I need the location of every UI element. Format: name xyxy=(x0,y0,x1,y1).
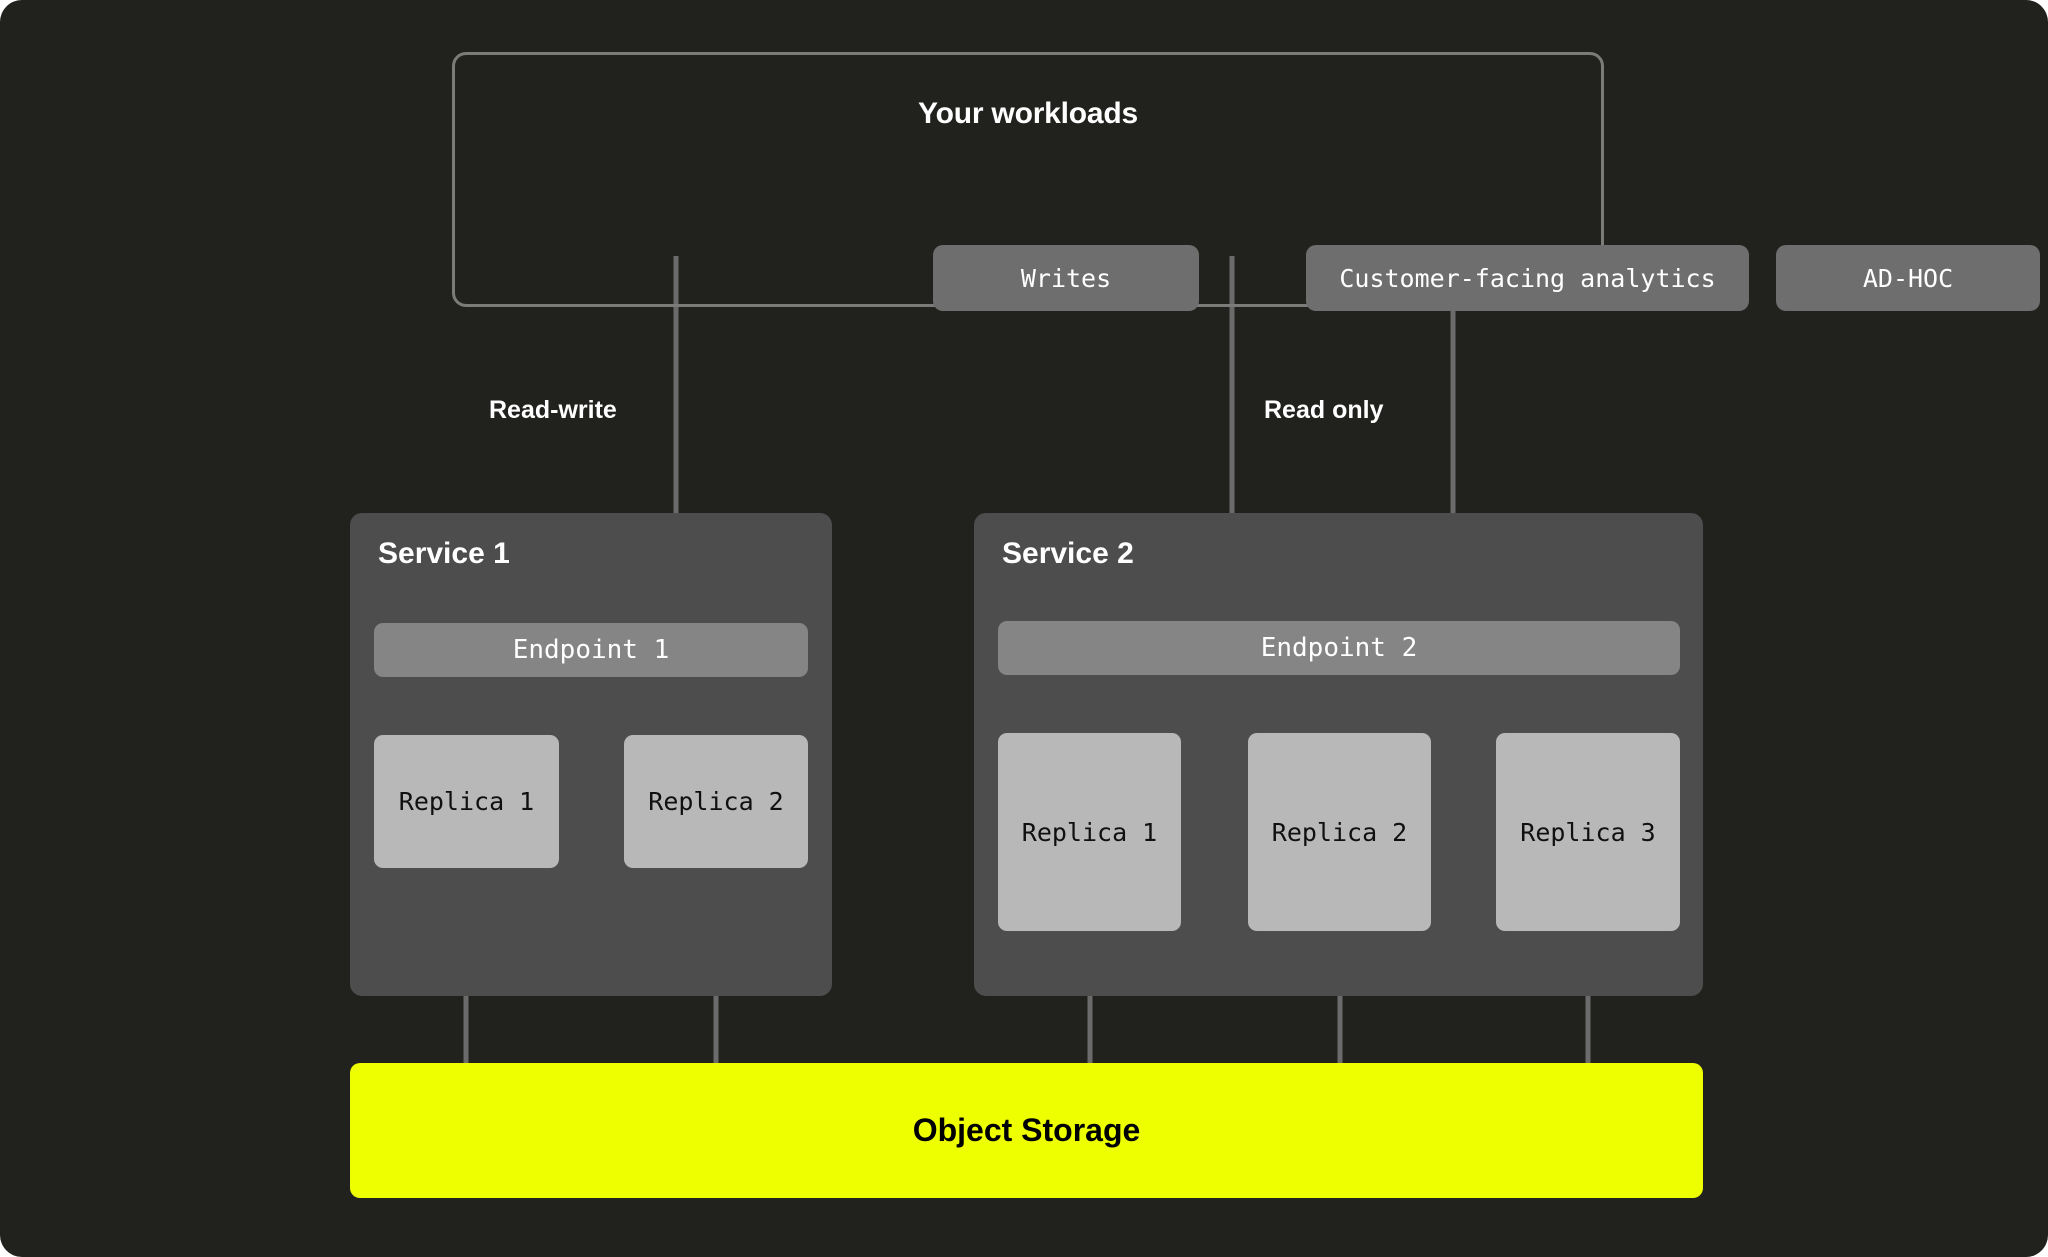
service-1-replica-2[interactable]: Replica 2 xyxy=(624,735,808,868)
service-2-replica-2[interactable]: Replica 2 xyxy=(1248,733,1431,931)
service-2-replica-3[interactable]: Replica 3 xyxy=(1496,733,1680,931)
endpoint-2-bar[interactable]: Endpoint 2 xyxy=(998,621,1680,675)
endpoint-1-bar[interactable]: Endpoint 1 xyxy=(374,623,808,677)
service-1-replica-1[interactable]: Replica 1 xyxy=(374,735,559,868)
workload-chip-ad-hoc[interactable]: AD-HOC xyxy=(1776,245,2040,311)
object-storage-bar[interactable]: Object Storage xyxy=(350,1063,1703,1198)
flow-label-read-only: Read only xyxy=(1264,396,1384,424)
your-workloads-title: Your workloads xyxy=(917,97,1139,130)
service-2-panel: Service 2 Endpoint 2 Replica 1 Replica 2… xyxy=(974,513,1703,996)
your-workloads-container: Your workloads Writes Customer-facing an… xyxy=(452,52,2040,311)
service-1-title: Service 1 xyxy=(378,537,510,570)
flow-label-read-write: Read-write xyxy=(489,396,617,424)
service-2-replica-1[interactable]: Replica 1 xyxy=(998,733,1181,931)
service-1-panel: Service 1 Endpoint 1 Replica 1 Replica 2 xyxy=(350,513,832,996)
service-2-title: Service 2 xyxy=(1002,537,1134,570)
workload-chip-customer-facing-analytics[interactable]: Customer-facing analytics xyxy=(1306,245,1749,311)
workload-chip-writes[interactable]: Writes xyxy=(933,245,1199,311)
